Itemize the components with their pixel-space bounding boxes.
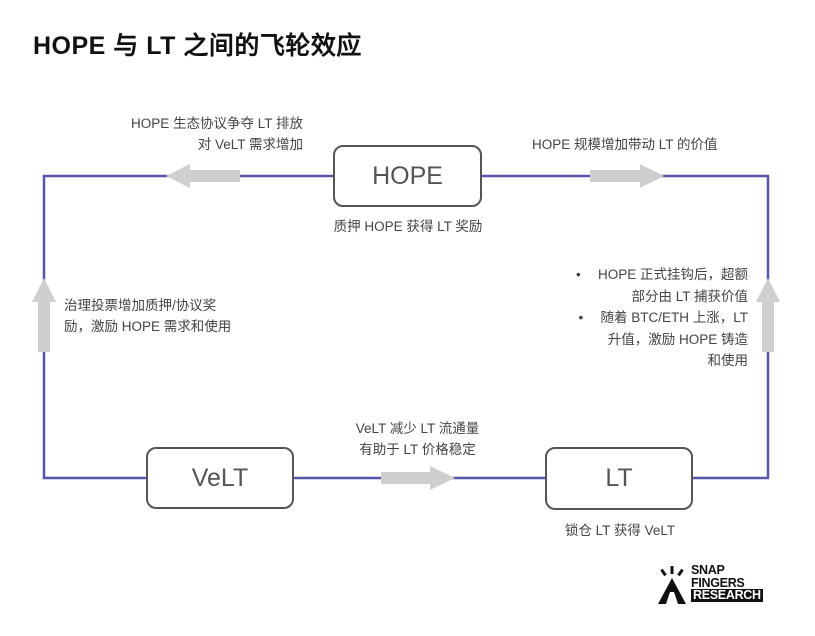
bullet-dot: • (575, 267, 581, 282)
node-lt: LT (545, 447, 693, 510)
edge-label-top-right: HOPE 规模增加带动 LT 的价值 (532, 134, 718, 155)
edge-label-right: • HOPE 正式挂钩后，超额 部分由 LT 捕获价值 • 随着 BTC/ETH… (576, 264, 748, 372)
edge-label-top-left: HOPE 生态协议争夺 LT 排放 对 VeLT 需求增加 (131, 113, 303, 155)
edge-label-line: HOPE 生态协议争夺 LT 排放 (130, 116, 303, 131)
edge-label-line: 有助于 LT 价格稳定 (359, 442, 476, 457)
edge-label-line: VeLT 减少 LT 流通量 (355, 421, 480, 436)
bullet-line: 随着 BTC/ETH 上涨，LT (600, 310, 748, 325)
logo-line-2: FINGERS (691, 575, 745, 590)
snap-fingers-hand-icon (658, 566, 686, 604)
logo-line-3: RESEARCH (691, 588, 763, 602)
edge-label-line: 治理投票增加质押/协议奖 (64, 298, 217, 313)
arrow-left-icon (166, 164, 240, 188)
lt-caption: 锁仓 LT 获得 VeLT (564, 523, 676, 538)
edge-label-line: HOPE 规模增加带动 LT 的价值 (532, 137, 718, 152)
bullet-line: 部分由 LT 捕获价值 (631, 288, 748, 304)
bullet-line: HOPE 正式挂钩后，超额 (597, 267, 748, 282)
node-velt-label: VeLT (191, 463, 249, 492)
bullet-item: • HOPE 正式挂钩后，超额 部分由 LT 捕获价值 (576, 264, 748, 307)
node-hope-label: HOPE (372, 161, 443, 190)
node-hope: HOPE (333, 145, 482, 207)
bullet-item: • 随着 BTC/ETH 上涨，LT 升值，激励 HOPE 铸造 和使用 (576, 307, 748, 372)
page-title: HOPE 与 LT 之间的飞轮效应 (33, 32, 362, 60)
bullet-dot: • (578, 310, 584, 325)
logo-line-1: SNAP (691, 563, 725, 577)
node-lt-label: LT (605, 464, 633, 492)
bullet-line: 升值，激励 HOPE 铸造 (607, 331, 748, 347)
snap-fingers-logo: SNAP FINGERS RESEARCH (655, 564, 780, 608)
arrow-up-icon (756, 278, 780, 352)
hope-caption: 质押 HOPE 获得 LT 奖励 (333, 219, 483, 234)
edge-label-line: 对 VeLT 需求增加 (197, 137, 303, 152)
node-velt: VeLT (146, 447, 294, 509)
arrow-up-icon (32, 278, 56, 352)
edge-label-left: 治理投票增加质押/协议奖 励，激励 HOPE 需求和使用 (64, 295, 231, 337)
arrow-right-icon (590, 164, 664, 188)
edge-label-bottom: VeLT 减少 LT 流通量 有助于 LT 价格稳定 (340, 418, 495, 460)
edge-label-line: 励，激励 HOPE 需求和使用 (64, 319, 232, 334)
arrow-right-icon (381, 466, 455, 490)
bullet-line: 和使用 (707, 353, 749, 368)
